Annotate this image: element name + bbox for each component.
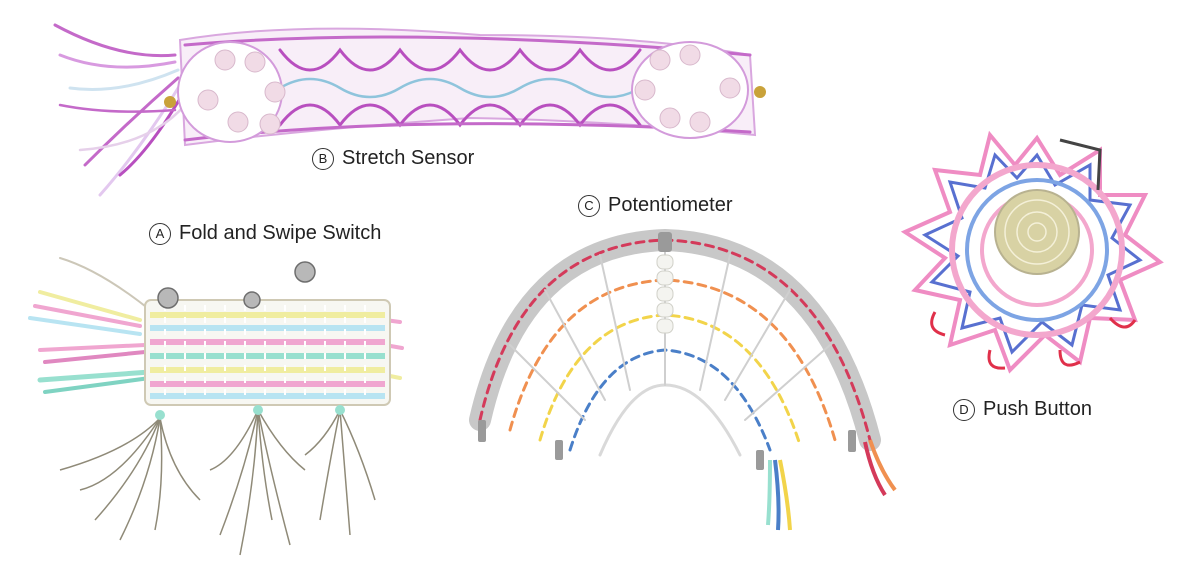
label-text-push-button: Push Button bbox=[983, 398, 1092, 420]
label-potentiometer: C Potentiometer bbox=[578, 194, 733, 217]
label-text-potentiometer: Potentiometer bbox=[608, 194, 733, 216]
badge-a: A bbox=[149, 222, 171, 245]
label-text-stretch-sensor: Stretch Sensor bbox=[342, 147, 475, 169]
badge-d: D bbox=[953, 398, 975, 421]
label-push-button: D Push Button bbox=[953, 398, 1092, 421]
label-stretch-sensor: B Stretch Sensor bbox=[312, 147, 474, 170]
label-fold-swipe-switch: A Fold and Swipe Switch bbox=[149, 222, 381, 245]
badge-b: B bbox=[312, 147, 334, 170]
badge-c: C bbox=[578, 194, 600, 217]
label-text-fold-swipe-switch: Fold and Swipe Switch bbox=[179, 222, 382, 244]
